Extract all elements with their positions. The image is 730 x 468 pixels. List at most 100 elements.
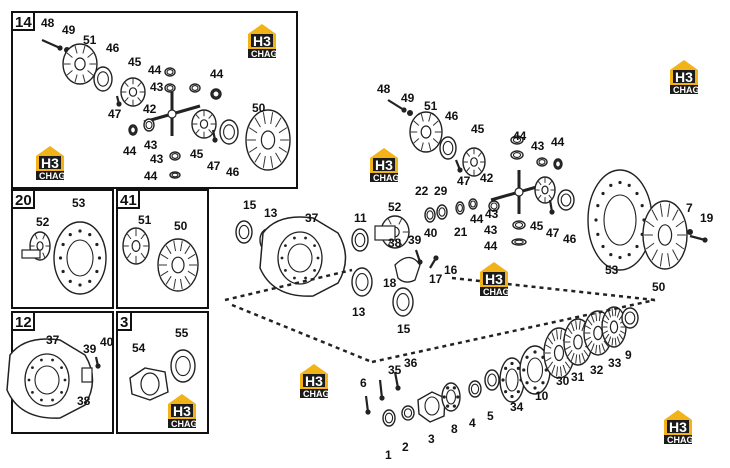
callout-label: 40 (100, 335, 114, 349)
side-gear-45m (462, 147, 486, 177)
callout-label: 46 (563, 232, 577, 246)
callout-label: 44 (513, 129, 527, 143)
callout-label: 4 (469, 416, 476, 430)
callout-label: 52 (36, 215, 50, 229)
ring-5 (484, 369, 500, 391)
svg-text:H3: H3 (41, 155, 59, 171)
box-title: 3 (120, 314, 128, 331)
callout-label: 30 (556, 374, 570, 388)
washer-44m3 (511, 238, 527, 246)
svg-text:H3: H3 (485, 271, 503, 287)
callout-label: 45 (190, 147, 204, 161)
callout-label: 37 (305, 211, 319, 225)
bolt-48 (41, 38, 63, 51)
svg-text:H3: H3 (173, 403, 191, 419)
pinion-43d (169, 151, 181, 161)
bolt-39 (94, 356, 101, 369)
callout-label: 38 (77, 394, 91, 408)
washer-2 (401, 405, 415, 421)
plate-33 (601, 306, 627, 348)
svg-text:CHAG: CHAG (251, 49, 278, 59)
box-title: 12 (15, 314, 32, 331)
svg-text:CHAG: CHAG (483, 287, 510, 297)
callout-label: 47 (457, 174, 471, 188)
washer-44c (128, 124, 138, 136)
washer-46m2 (557, 189, 575, 211)
side-gear-45 (120, 77, 146, 107)
housing-37m (259, 216, 347, 297)
box-14: 14 (11, 11, 298, 189)
callout-label: 46 (445, 109, 459, 123)
callout-label: 44 (470, 212, 484, 226)
case-half-51 (62, 43, 98, 85)
gear-50 (157, 238, 199, 292)
callout-label: 50 (252, 101, 266, 115)
bearing-13m (351, 267, 373, 297)
svg-text:H3: H3 (675, 69, 693, 85)
seal-4 (468, 380, 482, 398)
callout-label: 38 (388, 236, 402, 250)
washer-44m4 (468, 198, 478, 210)
bearing-11 (351, 228, 369, 252)
callout-label: 44 (144, 169, 158, 183)
callout-label: 45 (471, 122, 485, 136)
callout-label: 55 (175, 326, 189, 340)
svg-text:CHAG: CHAG (673, 85, 700, 95)
pinion-43 (164, 83, 176, 93)
callout-label: 47 (108, 107, 122, 121)
svg-text:CHAG: CHAG (171, 419, 198, 429)
housing-37 (6, 338, 94, 419)
case-51 (122, 227, 150, 265)
callout-label: 51 (83, 33, 97, 47)
callout-label: 54 (132, 341, 146, 355)
bolt-47m (454, 159, 463, 173)
washer-46b (219, 119, 239, 145)
callout-label: 36 (404, 356, 418, 370)
callout-label: 1 (385, 448, 392, 462)
callout-label: 9 (625, 348, 632, 362)
ring-gear-50 (245, 109, 291, 171)
callout-label: 29 (434, 184, 448, 198)
callout-label: 46 (226, 165, 240, 179)
callout-label: 3 (428, 432, 435, 446)
callout-label: 49 (401, 91, 415, 105)
callout-label: 47 (207, 159, 221, 173)
callout-label: 40 (424, 226, 438, 240)
parts (6, 38, 708, 427)
callout-label: 31 (571, 370, 585, 384)
callout-label: 43 (485, 207, 499, 221)
box-title: 20 (15, 192, 32, 209)
callout-label: 5 (487, 409, 494, 423)
svg-text:H3: H3 (305, 373, 323, 389)
washer-46 (93, 66, 113, 92)
spider-42 (143, 92, 201, 136)
spacer-21 (455, 201, 465, 215)
pinion-43m (510, 150, 524, 160)
callout-label: 15 (397, 322, 411, 336)
callout-label: 6 (360, 376, 367, 390)
pinion-43m3 (488, 200, 500, 212)
callout-label: 43 (150, 152, 164, 166)
callout-label: 16 (444, 263, 458, 277)
callout-label: 34 (510, 400, 524, 414)
callout-label: 42 (143, 102, 157, 116)
svg-text:CHAG: CHAG (39, 171, 66, 181)
side-gear-45b (191, 109, 217, 139)
callout-label: 47 (546, 226, 560, 240)
callout-label: 43 (150, 80, 164, 94)
bolt-17 (429, 255, 439, 269)
callout-label: 44 (551, 135, 565, 149)
bolt-47 (115, 95, 122, 107)
callout-label: 18 (383, 276, 397, 290)
callout-label: 46 (106, 41, 120, 55)
svg-text:CHAG: CHAG (667, 435, 694, 445)
callout-label: 42 (480, 171, 494, 185)
cover-10 (519, 345, 551, 395)
box-3: 3 (116, 311, 209, 434)
seal-55 (170, 349, 196, 383)
